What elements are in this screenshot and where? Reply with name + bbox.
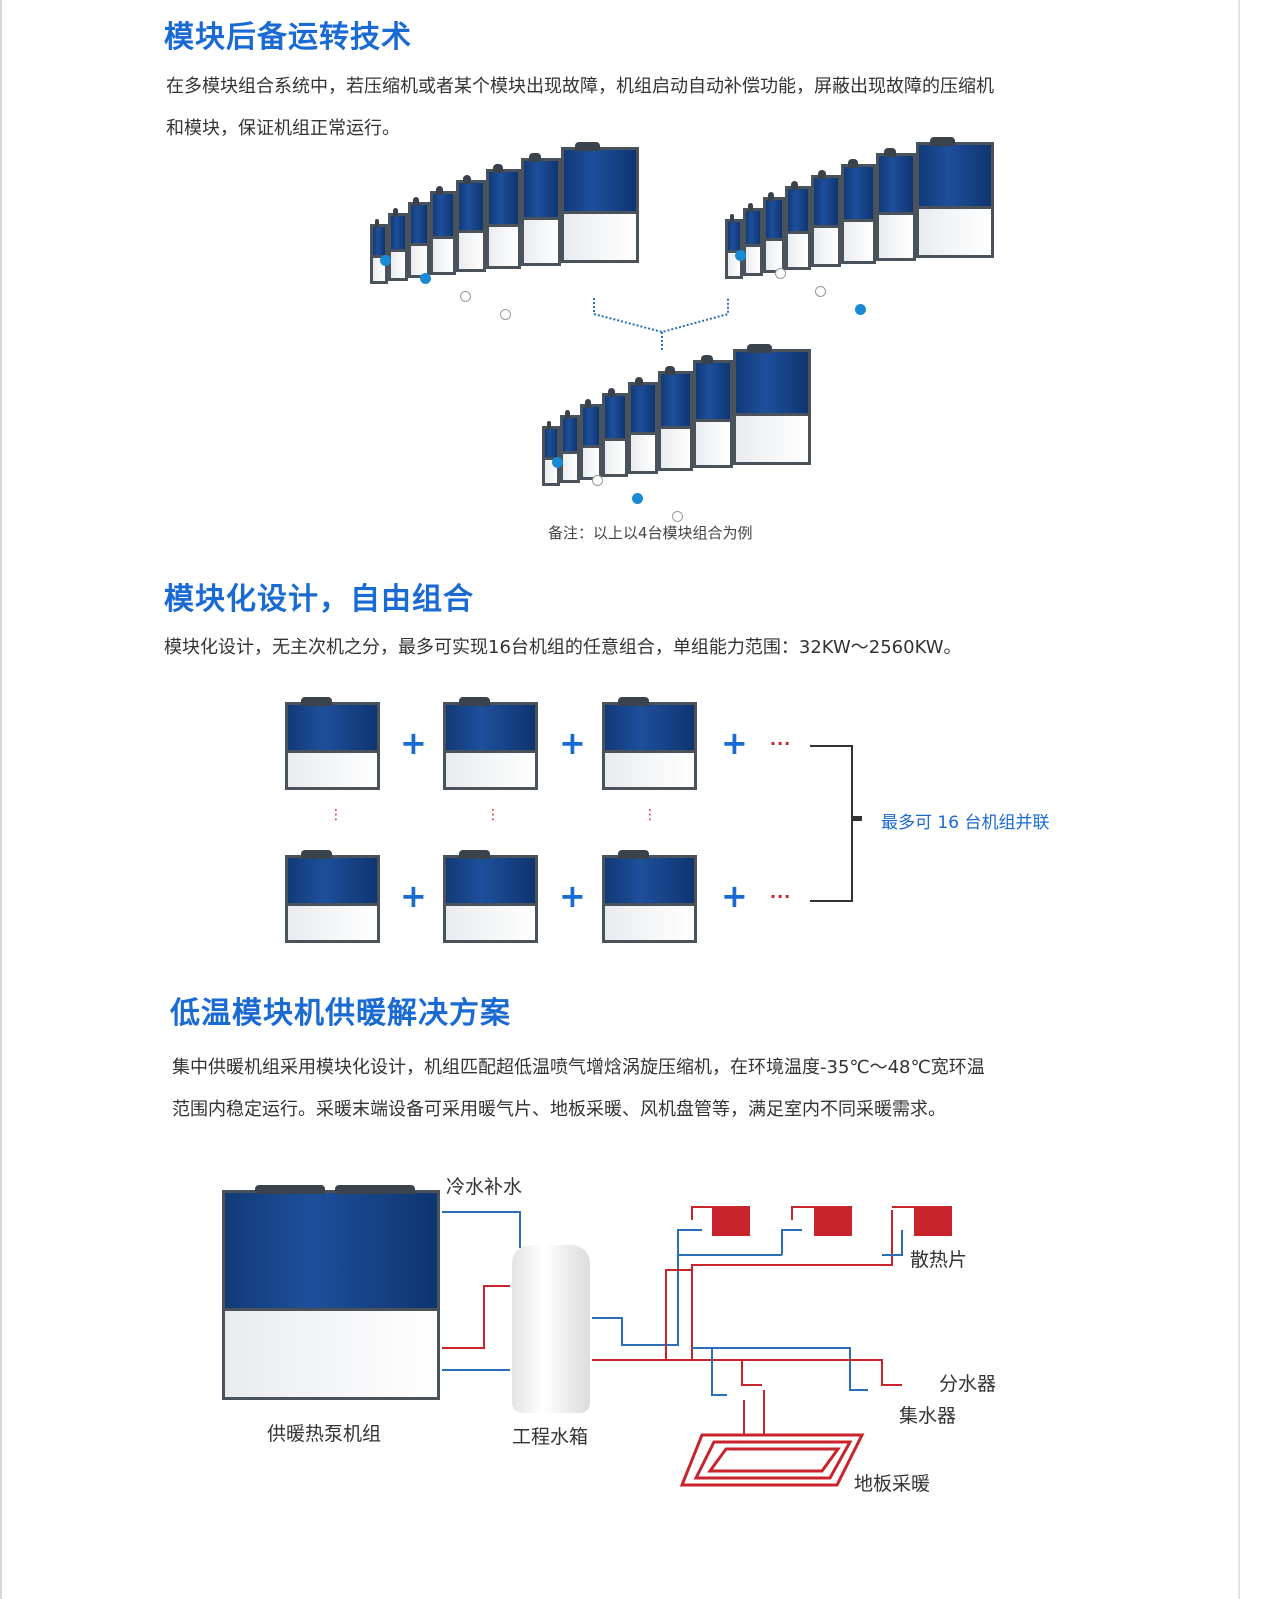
module-unit-image xyxy=(785,181,811,270)
module-unit-image xyxy=(811,170,841,267)
module-unit-image xyxy=(693,355,733,468)
vertical-ellipsis: ⋮ xyxy=(486,807,500,823)
note: 备注：以上以4台模块组合为例 xyxy=(548,524,753,542)
label-radiator: 散热片 xyxy=(910,1249,968,1271)
label-floor-heating: 地板采暖 xyxy=(854,1473,931,1495)
merge-connector xyxy=(593,298,729,352)
module-marker xyxy=(460,291,471,302)
module-marker xyxy=(552,457,563,468)
module-marker xyxy=(815,286,826,297)
plus-icon: + xyxy=(400,877,427,915)
section-paragraph: 在多模块组合系统中，若压缩机或者某个模块出现故障，机组启动自动补偿功能，屏蔽出现… xyxy=(166,76,994,97)
module-unit-image xyxy=(602,697,697,790)
module-unit-image xyxy=(285,850,380,943)
plus-icon: + xyxy=(559,877,586,915)
section-title-modular: 模块化设计，自由组合 xyxy=(164,582,474,617)
section-paragraph: 集中供暖机组采用模块化设计，机组匹配超低温喷气增焓涡旋压缩机，在环境温度-35℃… xyxy=(172,1057,985,1078)
module-marker xyxy=(672,511,683,522)
plus-icon: + xyxy=(721,724,748,762)
module-unit-image xyxy=(580,399,602,480)
label-heat-pump: 供暖热泵机组 xyxy=(267,1423,382,1445)
label-tank: 工程水箱 xyxy=(512,1426,589,1448)
module-unit-image xyxy=(725,214,743,279)
section-title-heating: 低温模块机供暖解决方案 xyxy=(170,996,511,1031)
module-unit-image xyxy=(370,219,388,284)
module-marker xyxy=(855,304,866,315)
module-unit-image xyxy=(486,164,521,269)
vertical-ellipsis: ⋮ xyxy=(643,807,657,823)
module-unit-image xyxy=(841,159,876,264)
section-paragraph: 模块化设计，无主次机之分，最多可实现16台机组的任意组合，单组能力范围：32KW… xyxy=(164,637,962,658)
bracket xyxy=(810,745,862,902)
vertical-ellipsis: ⋮ xyxy=(329,807,343,823)
module-unit-image xyxy=(430,186,456,275)
piping-diagram xyxy=(442,1206,952,1487)
plus-icon: + xyxy=(559,724,586,762)
module-unit-image xyxy=(521,153,561,266)
module-marker xyxy=(420,273,431,284)
heat-pump-unit-image xyxy=(222,1185,440,1400)
module-unit-image xyxy=(916,137,994,258)
module-unit-image xyxy=(443,850,538,943)
module-unit-image xyxy=(763,192,785,273)
label-distributor: 分水器 xyxy=(939,1373,997,1395)
module-marker xyxy=(632,493,643,504)
module-unit-image xyxy=(658,366,693,471)
plus-icon: + xyxy=(400,724,427,762)
section-paragraph: 范围内稳定运行。采暖末端设备可采用暖气片、地板采暖、风机盘管等，满足室内不同采暖… xyxy=(172,1099,946,1120)
label-cold-water: 冷水补水 xyxy=(446,1176,523,1198)
module-marker xyxy=(775,268,786,279)
label-collector: 集水器 xyxy=(899,1405,957,1427)
section-paragraph: 和模块，保证机组正常运行。 xyxy=(166,118,400,139)
module-unit-image xyxy=(285,697,380,790)
water-tank-image xyxy=(512,1245,590,1413)
module-unit-image xyxy=(602,850,697,943)
module-unit-image xyxy=(602,388,628,477)
ellipsis: ··· xyxy=(770,887,792,906)
module-unit-image xyxy=(456,175,486,272)
module-marker xyxy=(500,309,511,320)
module-unit-image xyxy=(443,697,538,790)
module-unit-image xyxy=(408,197,430,278)
module-unit-image xyxy=(733,344,811,465)
module-marker xyxy=(592,475,603,486)
module-marker xyxy=(735,250,746,261)
section-title-backup: 模块后备运转技术 xyxy=(164,20,412,55)
module-unit-image xyxy=(628,377,658,474)
module-marker xyxy=(380,255,391,266)
module-unit-image xyxy=(876,148,916,261)
ellipsis: ··· xyxy=(770,734,792,753)
module-unit-image xyxy=(743,203,763,276)
module-unit-image xyxy=(542,421,560,486)
bracket-label: 最多可 16 台机组并联 xyxy=(881,813,1050,833)
plus-icon: + xyxy=(721,877,748,915)
module-unit-image xyxy=(388,208,408,281)
module-unit-image xyxy=(560,410,580,483)
module-unit-image xyxy=(561,142,639,263)
